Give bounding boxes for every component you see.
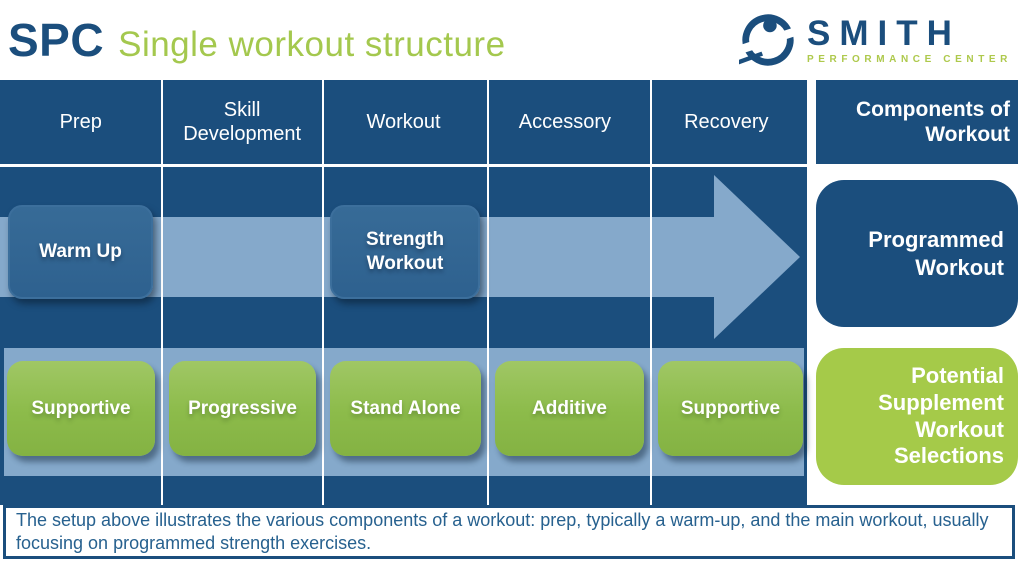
caption-box: The setup above illustrates the various … xyxy=(3,505,1015,559)
page-title: SPC Single workout structure xyxy=(8,13,506,67)
logo-tagline: PERFORMANCE CENTER xyxy=(806,53,1012,65)
supplement-box-supportive-prep: Supportive xyxy=(7,361,155,456)
warm-up-box: Warm Up xyxy=(8,205,153,299)
programmed-workout-legend: Programmed Workout xyxy=(816,180,1018,327)
smith-logo: SMITH PERFORMANCE CENTER xyxy=(738,11,1012,69)
workout-structure-table: Prep Skill Development Workout Accessory… xyxy=(0,80,810,505)
brand-abbreviation: SPC xyxy=(8,14,105,66)
programmed-workout-label: Programmed Workout xyxy=(868,227,1004,280)
components-of-workout-label: Components of Workout xyxy=(856,97,1010,146)
header-divider xyxy=(0,164,807,167)
column-header-prep: Prep xyxy=(59,111,102,133)
column-header-skill-development: Skill Development xyxy=(183,99,302,145)
supplement-box-progressive: Progressive xyxy=(169,361,316,456)
top-bar: SPC Single workout structure SMITH PERFO… xyxy=(0,0,1024,80)
strength-workout-box: Strength Workout xyxy=(330,205,480,299)
column-header-accessory: Accessory xyxy=(518,111,612,133)
logo-name: SMITH xyxy=(806,13,961,53)
caption-text: The setup above illustrates the various … xyxy=(16,509,989,553)
logo-text: SMITH PERFORMANCE CENTER xyxy=(807,16,1012,65)
potential-supplement-legend: Potential Supplement Workout Selections xyxy=(816,348,1018,485)
column-divider xyxy=(487,80,489,505)
column-divider xyxy=(322,80,324,505)
flow-arrow-head-icon xyxy=(714,175,800,339)
column-divider xyxy=(161,80,163,505)
components-of-workout-header: Components of Workout xyxy=(816,80,1018,164)
column-header-workout: Workout xyxy=(366,111,441,133)
potential-supplement-label: Potential Supplement Workout Selections xyxy=(878,362,1004,469)
supplement-box-supportive-recovery: Supportive xyxy=(658,361,803,456)
runner-circle-icon xyxy=(738,14,797,66)
table-header-row: Prep Skill Development Workout Accessory… xyxy=(0,80,807,164)
column-divider xyxy=(650,80,652,505)
supplement-box-additive: Additive xyxy=(495,361,644,456)
supplement-box-stand-alone: Stand Alone xyxy=(330,361,481,456)
column-header-recovery: Recovery xyxy=(684,111,769,133)
page-subtitle: Single workout structure xyxy=(118,25,506,64)
